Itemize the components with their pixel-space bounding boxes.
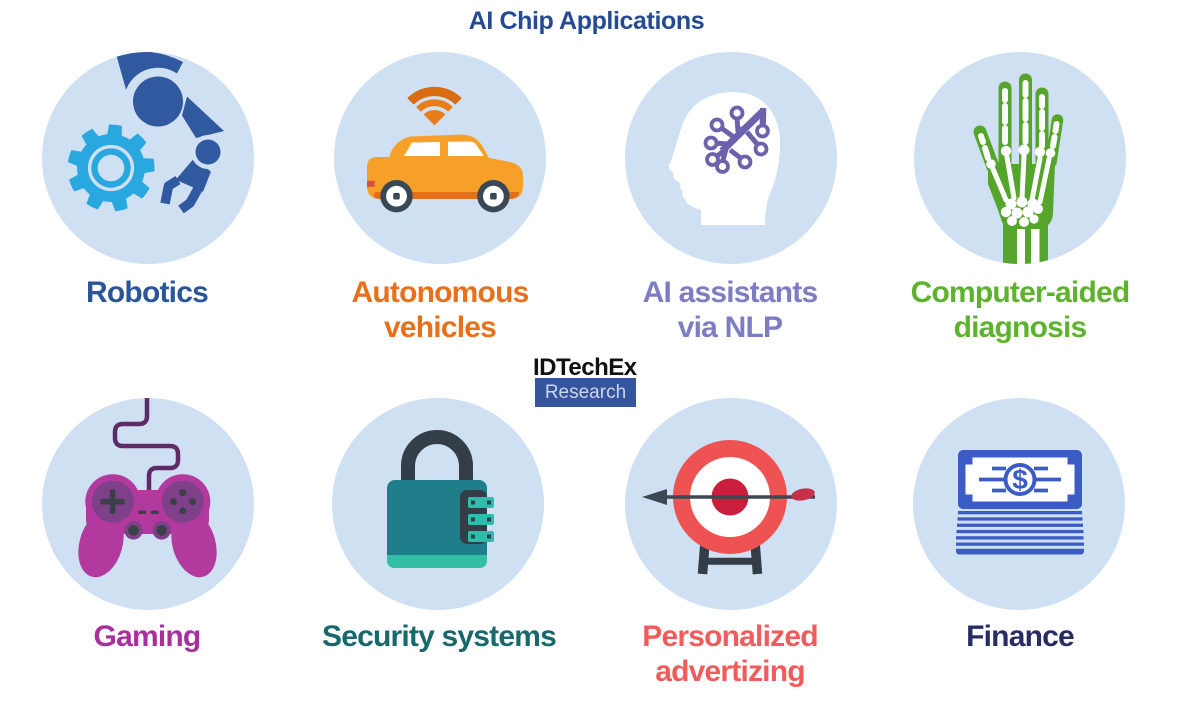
svg-text:$: $ [1012,464,1028,495]
